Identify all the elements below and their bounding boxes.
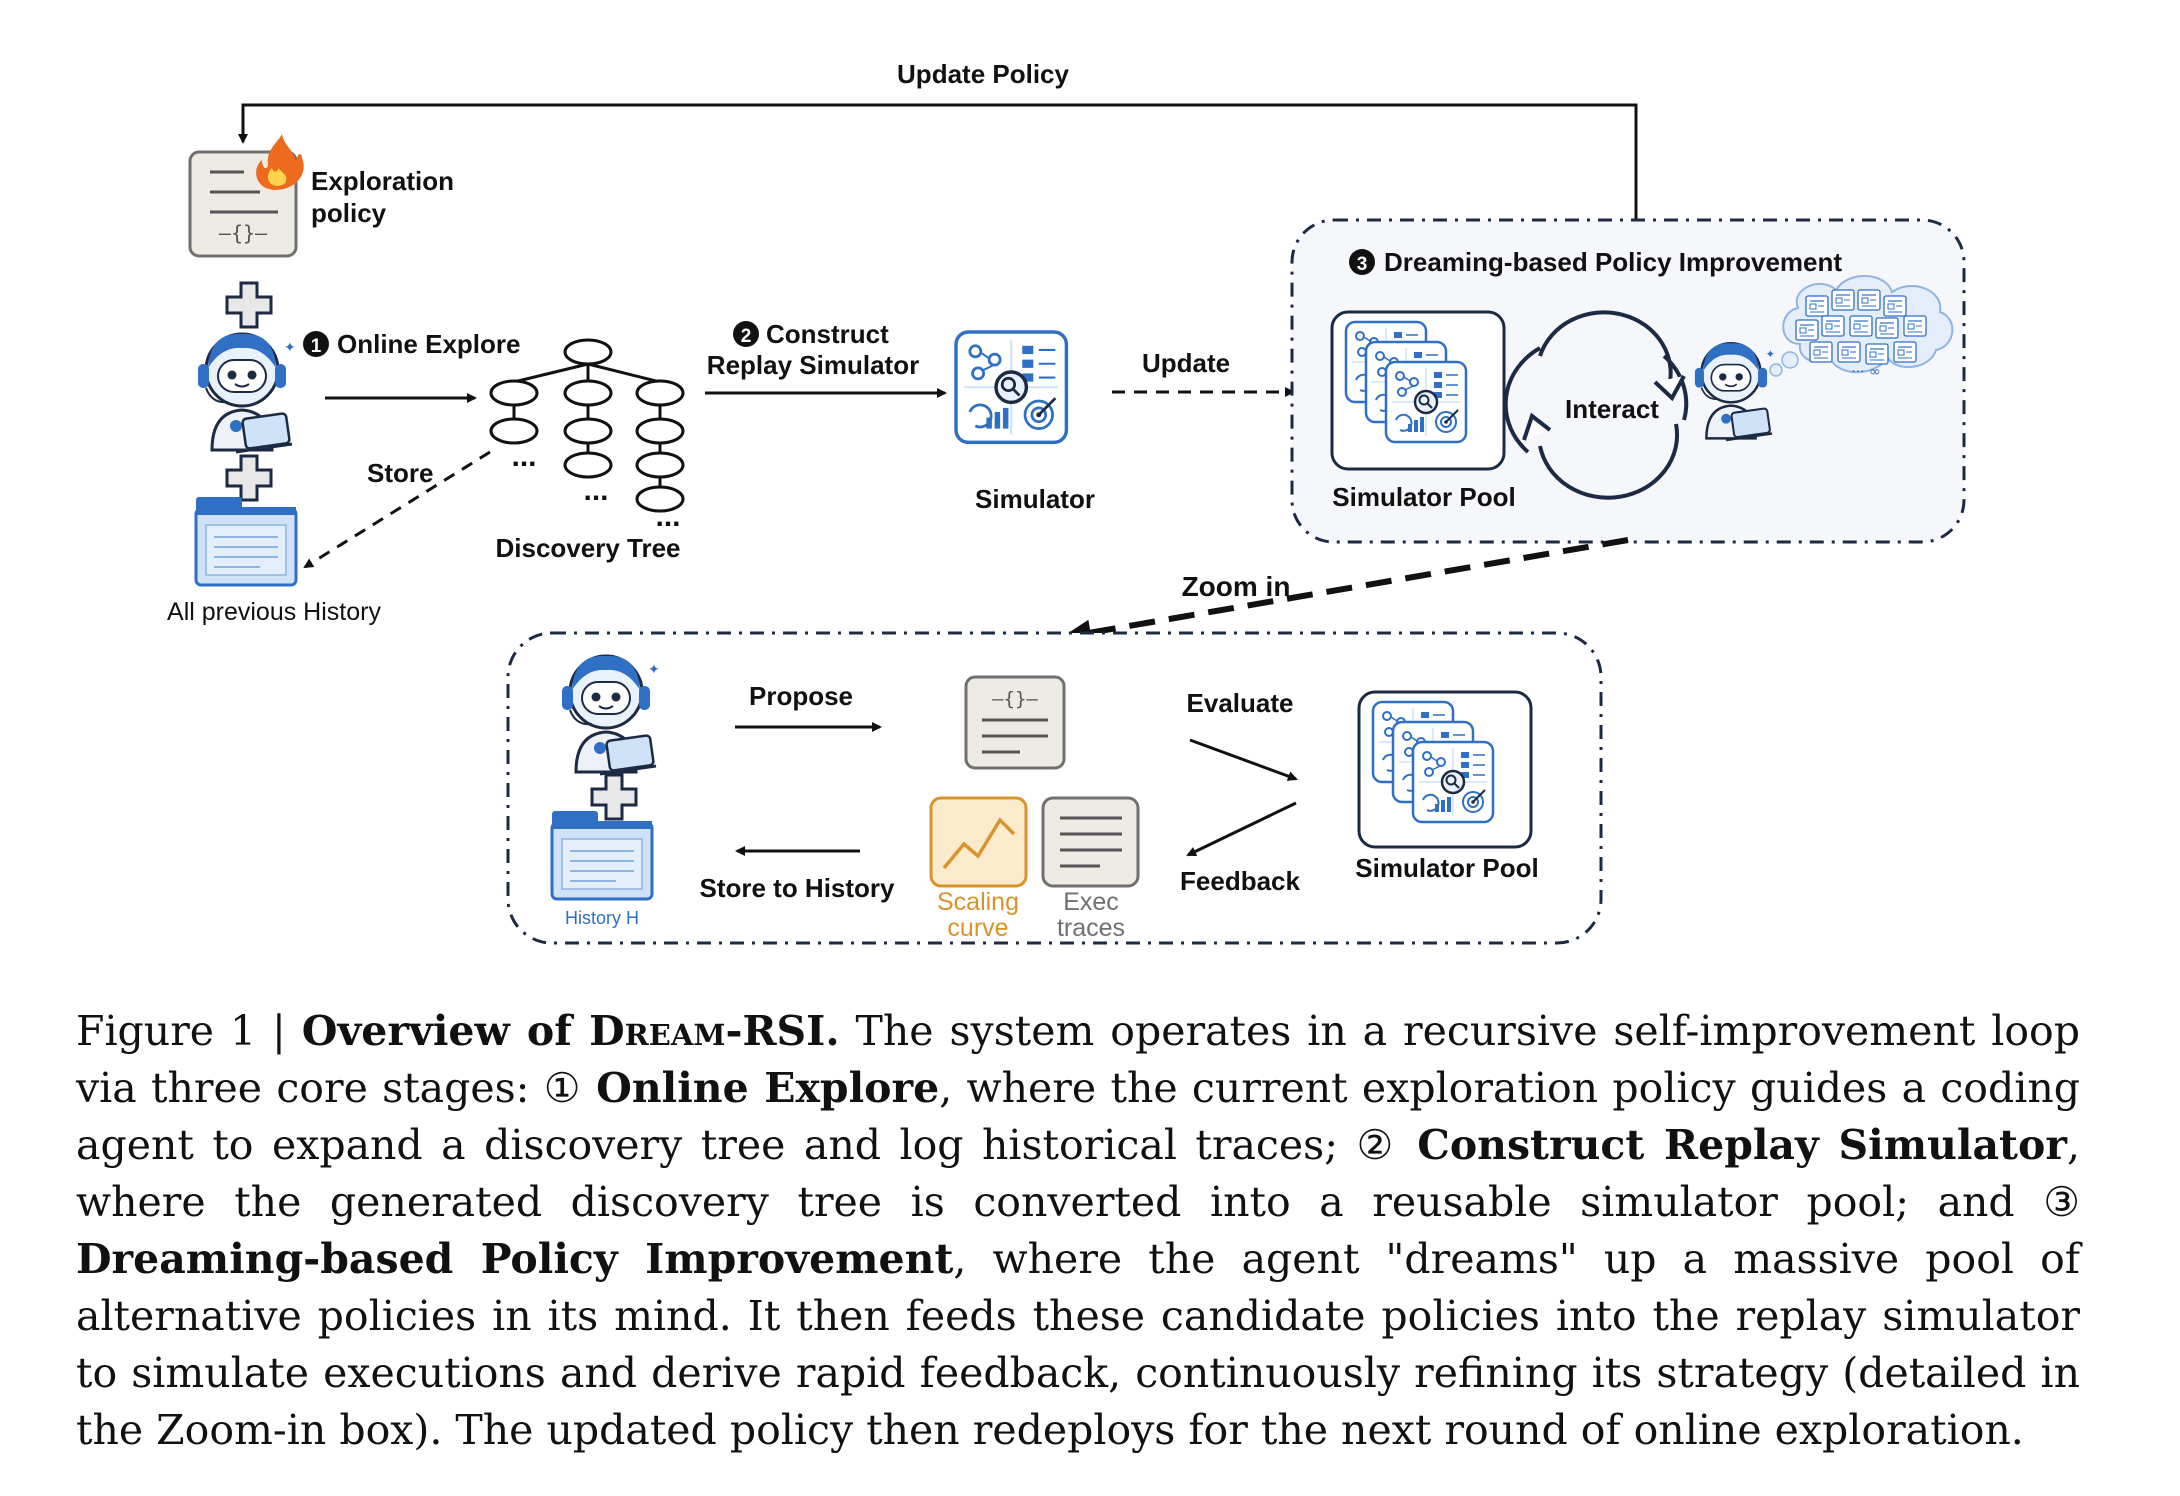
plus-icon bbox=[225, 281, 273, 329]
figure-caption: Figure 1 | Overview of Dream-RSI. The sy… bbox=[76, 1003, 2080, 1459]
tree-node bbox=[635, 417, 685, 445]
cloud-dots: ··· ∞ bbox=[1851, 364, 1880, 380]
step3-label: Dreaming-based Policy Improvement bbox=[1384, 247, 1842, 277]
simulator-icon bbox=[954, 330, 1069, 445]
zoom-in-arrow bbox=[1061, 537, 1629, 646]
exploration-policy-label-2: policy bbox=[311, 198, 387, 228]
scaling-curve-icon bbox=[929, 796, 1028, 888]
tree-ellipsis: ... bbox=[511, 440, 536, 473]
caption-title-b: Dream bbox=[589, 1007, 726, 1055]
feedback-arrow bbox=[1186, 801, 1297, 857]
all-history-folder-icon bbox=[194, 495, 298, 587]
fire-icon bbox=[256, 134, 304, 190]
tree-node bbox=[563, 338, 613, 366]
step2-badge bbox=[733, 321, 759, 347]
plus-icon bbox=[225, 454, 273, 502]
zoom-in-panel bbox=[506, 631, 1603, 945]
caption-text-1: The system operates in a recursive self-… bbox=[76, 1007, 2080, 1112]
caption-title-c: -RSI. bbox=[725, 1007, 840, 1055]
caption-text-3: , where the generated discovery tree is … bbox=[76, 1121, 2080, 1226]
tree-node bbox=[563, 451, 613, 479]
tree-node bbox=[635, 485, 685, 513]
discovery-tree-label: Discovery Tree bbox=[495, 533, 680, 563]
tree-node bbox=[635, 451, 685, 479]
scaling-curve-label-1: Scaling bbox=[937, 888, 1019, 916]
tree-node bbox=[563, 417, 613, 445]
step3-badge bbox=[1349, 249, 1375, 275]
propose-label: Propose bbox=[749, 681, 853, 711]
step2-badge-number: 2 bbox=[741, 326, 752, 347]
exec-traces-label-1: Exec bbox=[1063, 888, 1119, 916]
history-h-folder-icon bbox=[550, 809, 654, 901]
simulator-pool-label: Simulator Pool bbox=[1332, 482, 1515, 512]
update-policy-label: Update Policy bbox=[897, 59, 1069, 89]
discovery-tree bbox=[489, 338, 685, 513]
feedback-label: Feedback bbox=[1180, 866, 1300, 896]
caption-figure-label: Figure 1 | bbox=[76, 1007, 302, 1055]
step1-badge bbox=[303, 331, 329, 357]
caption-text-2: , where the current exploration policy g… bbox=[76, 1064, 2080, 1169]
step2-label-2: Replay Simulator bbox=[707, 350, 919, 380]
store-to-history-label: Store to History bbox=[699, 873, 895, 903]
caption-bold-2: Construct Replay Simulator bbox=[1417, 1121, 2067, 1169]
caption-bold-1: Online Explore bbox=[596, 1064, 940, 1112]
code-symbol: —{}— bbox=[219, 221, 268, 245]
tree-node bbox=[489, 417, 539, 445]
simulator-label: Simulator bbox=[975, 484, 1095, 514]
exec-traces-label-2: traces bbox=[1057, 914, 1125, 942]
interact-cycle-icon bbox=[1503, 310, 1689, 500]
scaling-curve-label-2: curve bbox=[947, 914, 1008, 942]
evaluate-arrow bbox=[1189, 738, 1298, 781]
exploration-policy-label-1: Exploration bbox=[311, 166, 454, 196]
step1-badge-number: 1 bbox=[311, 336, 322, 357]
store-label: Store bbox=[367, 458, 433, 488]
candidate-policy-icon: —{}— bbox=[964, 675, 1066, 770]
update-label: Update bbox=[1142, 348, 1230, 378]
coding-agent-robot-icon bbox=[196, 332, 298, 454]
overview-diagram: ✦ bbox=[167, 59, 1966, 945]
step2-label-1: Construct bbox=[766, 319, 889, 349]
exec-traces-icon bbox=[1041, 796, 1140, 888]
tree-ellipsis: ... bbox=[655, 500, 680, 533]
zoom-in-label: Zoom in bbox=[1182, 571, 1291, 602]
update-policy-arrow bbox=[238, 103, 1638, 220]
evaluate-label: Evaluate bbox=[1187, 688, 1294, 718]
step1-label: Online Explore bbox=[337, 329, 521, 359]
tree-node bbox=[635, 379, 685, 407]
step3-badge-number: 3 bbox=[1357, 254, 1368, 275]
history-h-label: History H bbox=[565, 908, 639, 928]
code-symbol: —{}— bbox=[992, 688, 1038, 710]
interact-label: Interact bbox=[1565, 394, 1659, 424]
all-history-label: All previous History bbox=[167, 598, 381, 626]
caption-bold-3: Dreaming-based Policy Improvement bbox=[76, 1235, 954, 1283]
store-arrow bbox=[303, 450, 491, 569]
caption-text-4: , where the agent "dreams" up a massive … bbox=[76, 1235, 2080, 1454]
tree-ellipsis: ... bbox=[583, 474, 608, 507]
zoom-simulator-pool-label: Simulator Pool bbox=[1355, 853, 1538, 883]
tree-node bbox=[563, 379, 613, 407]
dream-cloud-icon bbox=[1769, 275, 1954, 377]
caption-title-a: Overview of bbox=[301, 1007, 590, 1055]
tree-node bbox=[489, 379, 539, 407]
